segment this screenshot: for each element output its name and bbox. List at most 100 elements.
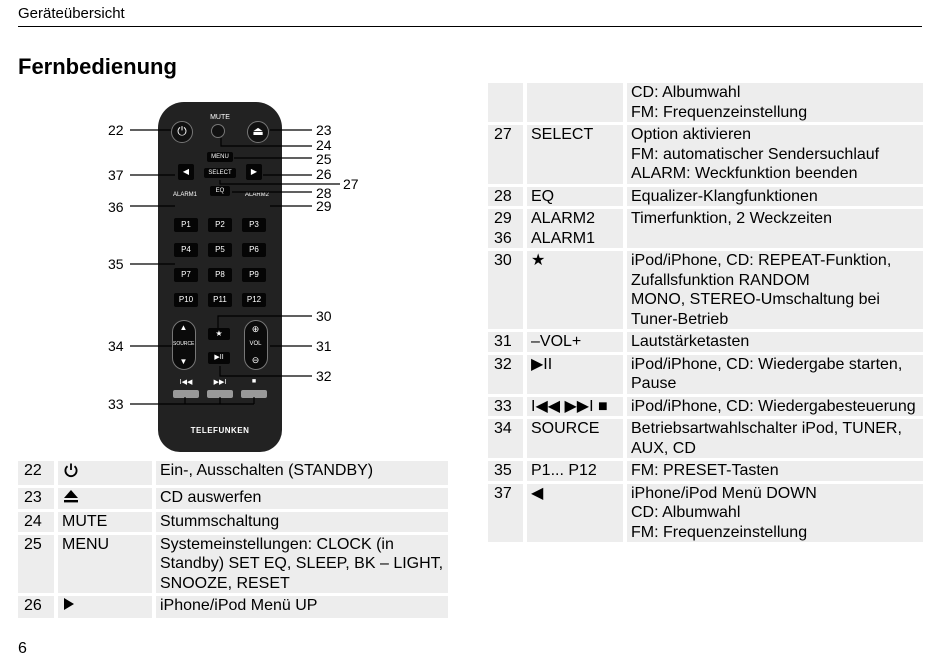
key-description: iPod/iPhone, CD: Wiedergabe starten, Pau… bbox=[627, 354, 923, 394]
key-description: iPod/iPhone, CD: Wiedergabesteuerung bbox=[627, 396, 923, 416]
key-label: MUTE bbox=[58, 512, 152, 532]
key-label: ★ bbox=[527, 251, 623, 329]
key-number: 31 bbox=[488, 332, 523, 352]
key-number: 30 bbox=[488, 251, 523, 329]
preset-button: P1 bbox=[174, 218, 198, 232]
callout-26: 26 bbox=[316, 166, 332, 182]
page-number: 6 bbox=[18, 640, 27, 656]
previous-button bbox=[173, 390, 199, 398]
key-description: Ein-, Ausschalten (STANDBY) bbox=[156, 461, 448, 485]
key-description: Timerfunktion, 2 Weckzeiten bbox=[627, 209, 923, 248]
key-label: –VOL+ bbox=[527, 332, 623, 352]
previous-icon: I◀◀ bbox=[179, 379, 193, 386]
alarm2-label: ALARM2 bbox=[244, 192, 269, 198]
eject-icon bbox=[62, 488, 86, 510]
next-icon: ▶▶I bbox=[213, 379, 227, 386]
table-row: 26 iPhone/iPod Menü UP bbox=[18, 596, 448, 618]
table-row: CD: Albumwahl FM: Frequenzeinstellung bbox=[488, 83, 923, 122]
play-pause-button: ▶II bbox=[208, 352, 230, 364]
preset-button: P11 bbox=[208, 293, 232, 307]
remote-control: ⏻ MUTE ⏏ MENU ◀ SELECT ▶ EQ ALARM1 ALARM… bbox=[158, 102, 282, 452]
preset-button: P12 bbox=[242, 293, 266, 307]
key-number: 35 bbox=[488, 461, 523, 481]
key-number: 34 bbox=[488, 419, 523, 458]
key-number: 26 bbox=[18, 596, 54, 618]
key-number: 22 bbox=[18, 461, 54, 485]
preset-button: P3 bbox=[242, 218, 266, 232]
source-label: SOURCE bbox=[173, 341, 195, 347]
key-label: SOURCE bbox=[527, 419, 623, 458]
brand-logo: TELEFUNKEN bbox=[190, 426, 250, 435]
table-row: 24 MUTE Stummschaltung bbox=[18, 512, 448, 532]
callout-34: 34 bbox=[108, 338, 124, 354]
preset-button: P8 bbox=[208, 268, 232, 282]
play-right-icon bbox=[62, 596, 86, 618]
key-description: Lautstärketasten bbox=[627, 332, 923, 352]
table-row: 30★iPod/iPhone, CD: REPEAT-Funktion, Zuf… bbox=[488, 251, 923, 329]
callout-31: 31 bbox=[316, 338, 332, 354]
key-number: 24 bbox=[18, 512, 54, 532]
stop-button bbox=[241, 390, 267, 398]
key-description: CD auswerfen bbox=[156, 487, 448, 509]
callout-25: 25 bbox=[316, 151, 332, 167]
key-label: EQ bbox=[527, 186, 623, 206]
key-description: iPhone/iPod Menü UP bbox=[156, 596, 448, 618]
key-number: 28 bbox=[488, 186, 523, 206]
mute-label: MUTE bbox=[210, 114, 230, 121]
callout-33: 33 bbox=[108, 396, 124, 412]
key-label: I◀◀ ▶▶I ■ bbox=[527, 396, 623, 416]
key-description: Option aktivieren FM: automatischer Send… bbox=[627, 125, 923, 184]
key-number: 32 bbox=[488, 354, 523, 394]
callout-24: 24 bbox=[316, 137, 332, 153]
right-button: ▶ bbox=[246, 164, 262, 180]
table-row: 37◀iPhone/iPod Menü DOWN CD: Albumwahl F… bbox=[488, 483, 923, 542]
callout-32: 32 bbox=[316, 368, 332, 384]
key-label: ▶II bbox=[527, 354, 623, 394]
key-label: ◀ bbox=[527, 483, 623, 542]
callout-22: 22 bbox=[108, 122, 124, 138]
preset-button: P5 bbox=[208, 243, 232, 257]
left-button: ◀ bbox=[178, 164, 194, 180]
key-number: 33 bbox=[488, 396, 523, 416]
key-label bbox=[527, 83, 623, 122]
key-number: 23 bbox=[18, 487, 54, 509]
star-button: ★ bbox=[208, 328, 230, 340]
section-header: Geräteübersicht bbox=[18, 5, 922, 27]
table-row: 23 CD auswerfen bbox=[18, 487, 448, 510]
key-number bbox=[488, 83, 523, 122]
preset-button: P7 bbox=[174, 268, 198, 282]
vol-label: VOL bbox=[249, 341, 262, 347]
callout-36: 36 bbox=[108, 199, 124, 215]
power-button: ⏻ bbox=[171, 121, 193, 143]
key-number: 25 bbox=[18, 534, 54, 593]
key-label: MENU bbox=[58, 534, 152, 593]
key-description: iPod/iPhone, CD: REPEAT-Funktion, Zufall… bbox=[627, 251, 923, 329]
key-description: FM: PRESET-Tasten bbox=[627, 461, 923, 481]
mute-button bbox=[211, 124, 225, 138]
power-icon bbox=[62, 461, 86, 485]
table-row: 22 Ein-, Ausschalten (STANDBY) bbox=[18, 461, 448, 485]
callout-30: 30 bbox=[316, 308, 332, 324]
callout-35: 35 bbox=[108, 256, 124, 272]
table-row: 25 MENU Systemeinstellungen: CLOCK (in S… bbox=[18, 534, 448, 593]
menu-button: MENU bbox=[207, 152, 233, 162]
next-button bbox=[207, 390, 233, 398]
key-number: 37 bbox=[488, 483, 523, 542]
key-description: CD: Albumwahl FM: Frequenzeinstellung bbox=[627, 83, 923, 122]
page-title: Fernbedienung bbox=[18, 54, 177, 79]
callout-29: 29 bbox=[316, 198, 332, 214]
preset-button: P6 bbox=[242, 243, 266, 257]
preset-button: P4 bbox=[174, 243, 198, 257]
eject-button: ⏏ bbox=[247, 121, 269, 143]
callout-37: 37 bbox=[108, 167, 124, 183]
callout-23: 23 bbox=[316, 122, 332, 138]
key-label: SELECT bbox=[527, 125, 623, 184]
key-description: Equalizer-Klangfunktionen bbox=[627, 186, 923, 206]
